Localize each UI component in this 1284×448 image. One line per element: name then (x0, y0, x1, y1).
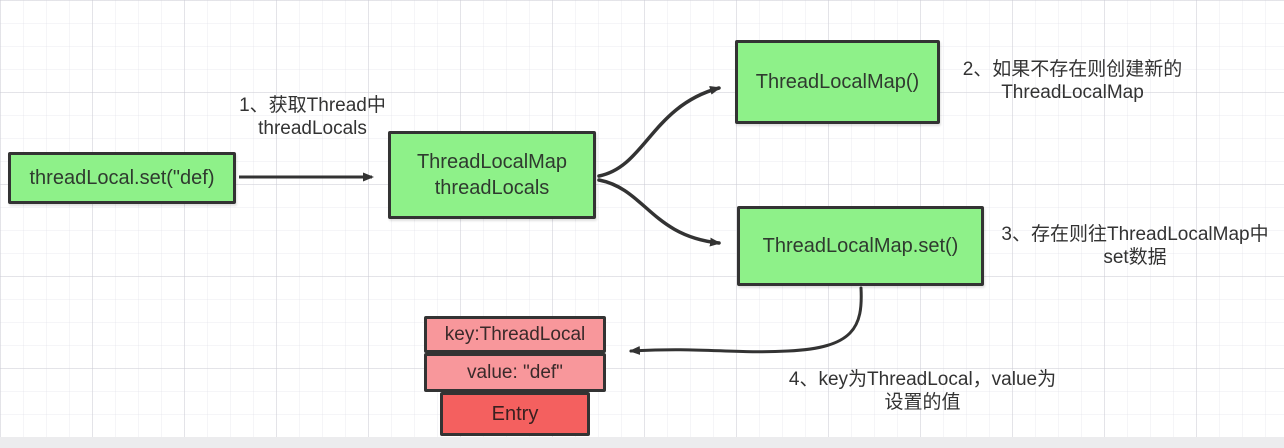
node-entry-value-label: value: "def" (467, 361, 563, 383)
node-map-set-label: ThreadLocalMap.set() (762, 235, 959, 257)
annotation-step1-line2: threadLocals (258, 118, 367, 139)
node-threadlocals-line2: threadLocals (434, 177, 550, 199)
node-entry-key-label: key:ThreadLocal (444, 323, 586, 345)
node-threadlocalmap-set: ThreadLocalMap.set() (737, 206, 984, 286)
annotation-step1-line1: 1、获取Thread中 (239, 95, 386, 116)
node-map-new-label: ThreadLocalMap() (755, 71, 920, 93)
node-threadlocals-line1: ThreadLocalMap (416, 151, 568, 173)
node-threadlocal-set-call-label: threadLocal.set("def) (29, 167, 215, 189)
node-entry-label: Entry (491, 403, 539, 425)
annotation-step4-line2: 设置的值 (884, 392, 961, 413)
arrow-threadlocals-to-mapset (597, 178, 721, 247)
annotation-step2: 2、如果不存在则创建新的 ThreadLocalMap (950, 58, 1195, 104)
node-threadlocalmap-constructor: ThreadLocalMap() (735, 40, 940, 124)
node-entry: Entry (440, 392, 590, 436)
arrow-threadlocals-to-mapnew (597, 85, 721, 178)
node-threadlocal-set-call: threadLocal.set("def) (8, 152, 236, 204)
node-entry-key: key:ThreadLocal (424, 316, 606, 353)
annotation-step3-line1: 3、存在则往ThreadLocalMap中 (1001, 224, 1269, 245)
annotation-step2-line2: ThreadLocalMap (1001, 82, 1144, 103)
annotation-step1: 1、获取Thread中 threadLocals (225, 94, 400, 140)
node-entry-value: value: "def" (424, 353, 606, 392)
arrow-mapset-to-entry (629, 286, 863, 355)
node-threadlocalmap-threadlocals: ThreadLocalMap threadLocals (388, 131, 596, 219)
annotation-step4-line1: 4、key为ThreadLocal，value为 (788, 369, 1057, 390)
annotation-step4: 4、key为ThreadLocal，value为 设置的值 (765, 368, 1080, 414)
annotation-step3: 3、存在则往ThreadLocalMap中 set数据 (985, 223, 1284, 269)
annotation-step3-line2: set数据 (1103, 247, 1167, 268)
annotation-step2-line1: 2、如果不存在则创建新的 (962, 59, 1183, 80)
page-bottom-band (0, 437, 1284, 448)
